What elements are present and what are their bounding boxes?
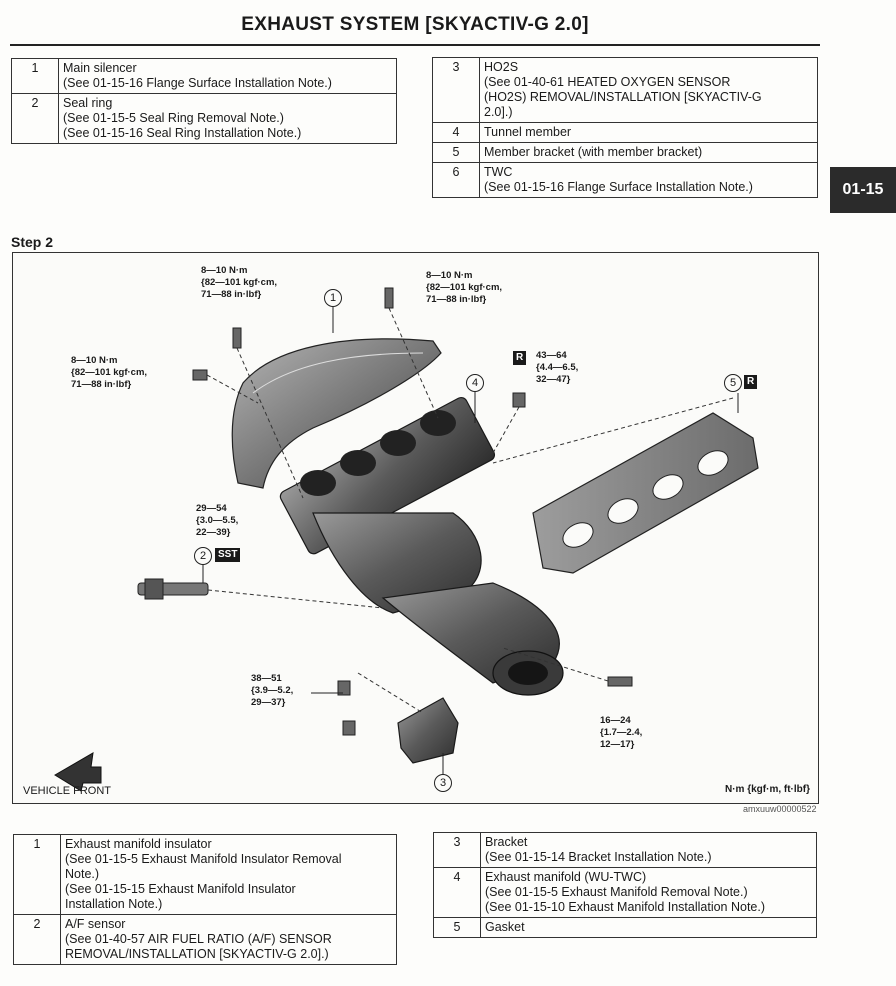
part-name: Main silencer [63, 61, 137, 75]
table-row: 5 Member bracket (with member bracket) [432, 142, 818, 163]
part-description: Gasket [480, 917, 817, 938]
part-reference: REMOVAL/INSTALLATION [SKYACTIV-G 2.0].) [65, 947, 329, 961]
part-reference: (See 01-15-16 Flange Surface Installatio… [63, 76, 332, 90]
figure-id: amxuuw00000522 [743, 804, 817, 814]
callout-3: 3 [434, 774, 452, 792]
callout-leaders [202, 307, 739, 778]
torque-spec-nut-r: 43—64 {4.4—6.5, 32—47} [536, 350, 579, 385]
part-number: 4 [432, 122, 480, 143]
callout-2: 2 [194, 547, 212, 565]
exhaust-manifold [279, 396, 564, 696]
section-tab: 01-15 [830, 167, 896, 213]
vehicle-front-arrow-icon [54, 752, 102, 792]
replace-badge-nut: R [513, 351, 527, 365]
table-row: 5 Gasket [433, 917, 817, 938]
part-name: TWC [484, 165, 513, 179]
part-number: 1 [11, 58, 59, 94]
callout-5: 5 [724, 374, 742, 392]
part-number: 1 [13, 834, 61, 915]
page-title: EXHAUST SYSTEM [SKYACTIV-G 2.0] [241, 14, 589, 35]
part-name: Exhaust manifold insulator [65, 837, 212, 851]
part-reference: 2.0].) [484, 105, 513, 119]
part-description: HO2S(See 01-40-61 HEATED OXYGEN SENSOR(H… [479, 57, 818, 123]
part-name: Seal ring [63, 96, 113, 110]
installation-lines [206, 307, 734, 714]
part-number: 2 [11, 93, 59, 144]
torque-spec-insulator-left: 8—10 N·m {82—101 kgf·cm, 71—88 in·lbf} [71, 355, 148, 390]
part-description: Bracket(See 01-15-14 Bracket Installatio… [480, 832, 817, 868]
part-name: Tunnel member [484, 125, 572, 139]
part-name: Gasket [485, 920, 525, 934]
part-name: HO2S [484, 60, 519, 74]
part-description: TWC(See 01-15-16 Flange Surface Installa… [479, 162, 818, 198]
part-number: 2 [13, 914, 61, 965]
part-description: Tunnel member [479, 122, 818, 143]
callout-4: 4 [466, 374, 484, 392]
bracket [397, 697, 459, 764]
part-number: 6 [432, 162, 480, 198]
title-divider [10, 44, 820, 46]
part-reference: (See 01-15-5 Exhaust Manifold Removal No… [485, 885, 748, 899]
step-label: Step 2 [11, 234, 54, 250]
part-name: A/F sensor [65, 917, 126, 931]
torque-spec-stud: 16—24 {1.7—2.4, 12—17} [600, 715, 643, 750]
part-reference: (See 01-15-16 Seal Ring Installation Not… [63, 126, 302, 140]
exhaust-manifold-insulator [231, 338, 442, 489]
part-number: 4 [433, 867, 481, 918]
part-description: Main silencer(See 01-15-16 Flange Surfac… [58, 58, 397, 94]
part-reference: (See 01-15-15 Exhaust Manifold Insulator [65, 882, 296, 896]
part-description: Member bracket (with member bracket) [479, 142, 818, 163]
torque-spec-insulator-top-left: 8—10 N·m {82—101 kgf·cm, 71—88 in·lbf} [201, 265, 278, 300]
part-number: 5 [432, 142, 480, 163]
part-reference: (HO2S) REMOVAL/INSTALLATION [SKYACTIV-G [484, 90, 762, 104]
part-number: 5 [433, 917, 481, 938]
part-name: Bracket [485, 835, 528, 849]
gasket [532, 412, 759, 574]
part-number: 3 [432, 57, 480, 123]
torque-units-note: N·m {kgf·m, ft·lbf} [725, 784, 810, 795]
bolts [192, 287, 633, 736]
exploded-view-diagram: 8—10 N·m {82—101 kgf·cm, 71—88 in·lbf} 8… [12, 252, 819, 804]
part-number: 3 [433, 832, 481, 868]
vehicle-front-label: VEHICLE FRONT [23, 785, 112, 797]
table-row: 4 Tunnel member [432, 122, 818, 143]
part-reference: Installation Note.) [65, 897, 163, 911]
replace-badge-gasket: R [744, 375, 758, 389]
part-name: Exhaust manifold (WU-TWC) [485, 870, 647, 884]
part-description: A/F sensor(See 01-40-57 AIR FUEL RATIO (… [60, 914, 397, 965]
part-reference: (See 01-15-16 Flange Surface Installatio… [484, 180, 753, 194]
part-reference: (See 01-40-57 AIR FUEL RATIO (A/F) SENSO… [65, 932, 332, 946]
part-reference: (See 01-15-14 Bracket Installation Note.… [485, 850, 712, 864]
diagram-drawing [54, 287, 759, 792]
part-reference: (See 01-15-10 Exhaust Manifold Installat… [485, 900, 766, 914]
part-reference: Note.) [65, 867, 100, 881]
part-description: Exhaust manifold (WU-TWC)(See 01-15-5 Ex… [480, 867, 817, 918]
sst-badge: SST [215, 548, 241, 562]
af-sensor [137, 578, 209, 600]
part-description: Exhaust manifold insulator(See 01-15-5 E… [60, 834, 397, 915]
part-description: Seal ring(See 01-15-5 Seal Ring Removal … [58, 93, 397, 144]
part-name: Member bracket (with member bracket) [484, 145, 703, 159]
part-reference: (See 01-15-5 Exhaust Manifold Insulator … [65, 852, 342, 866]
torque-spec-af-sensor: 29—54 {3.0—5.5, 22—39} [196, 503, 239, 538]
torque-spec-insulator-top-right: 8—10 N·m {82—101 kgf·cm, 71—88 in·lbf} [426, 270, 503, 305]
part-reference: (See 01-15-5 Seal Ring Removal Note.) [63, 111, 284, 125]
part-reference: (See 01-40-61 HEATED OXYGEN SENSOR [484, 75, 731, 89]
torque-spec-bracket-bolts: 38—51 {3.9—5.2, 29—37} [251, 673, 294, 708]
callout-1: 1 [324, 289, 342, 307]
